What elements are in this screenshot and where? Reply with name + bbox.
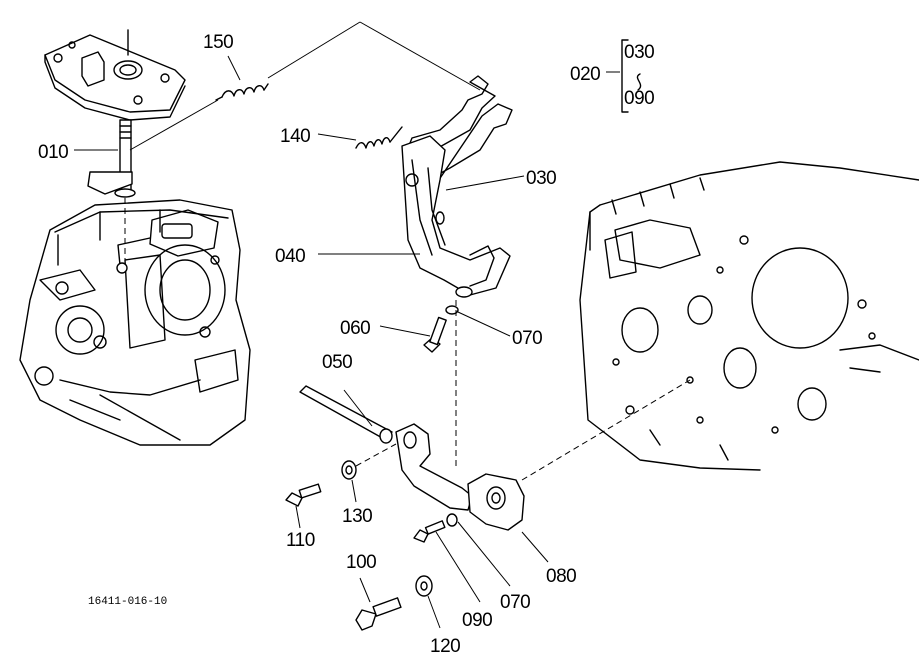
callout-090: 090 (462, 610, 492, 631)
callout-group-090: 090 (624, 88, 654, 109)
callout-120: 120 (430, 636, 460, 657)
leader-lines (74, 55, 620, 629)
drawing-code: 16411-016-10 (88, 596, 167, 608)
part-140-spring (355, 126, 403, 149)
callout-010: 010 (38, 142, 68, 163)
callout-150: 150 (203, 32, 233, 53)
callout-140: 140 (280, 126, 310, 147)
left-engine-block (19, 199, 251, 446)
part-050-rod (299, 385, 393, 444)
part-060-bolt (423, 300, 459, 470)
callout-labels: 150 010 140 030 040 060 070 050 130 110 … (38, 32, 655, 657)
part-070-090-lower (413, 513, 458, 543)
callout-080: 080 (546, 566, 576, 587)
group-bracket (621, 39, 642, 113)
part-100-bolt (355, 597, 402, 631)
callout-110: 110 (286, 530, 315, 551)
callout-040: 040 (275, 246, 305, 267)
part-010-shaft (87, 119, 136, 265)
callout-070-upper: 070 (512, 328, 542, 349)
callout-100: 100 (346, 552, 376, 573)
part-110-bolt (285, 483, 322, 507)
part-150-spring (129, 21, 481, 151)
callout-050: 050 (322, 352, 352, 373)
callout-130: 130 (342, 506, 372, 527)
callout-060: 060 (340, 318, 370, 339)
part-120-washer (415, 575, 433, 597)
lower-lever-assembly (395, 379, 691, 531)
callout-070-lower: 070 (500, 592, 530, 613)
callout-020: 020 (570, 64, 600, 85)
callout-group-030: 030 (624, 42, 654, 63)
part-130-washer (341, 443, 397, 480)
right-engine-block (579, 161, 919, 471)
part-030-040-levers (401, 75, 513, 298)
callout-030: 030 (526, 168, 556, 189)
cover-plate (44, 29, 186, 121)
